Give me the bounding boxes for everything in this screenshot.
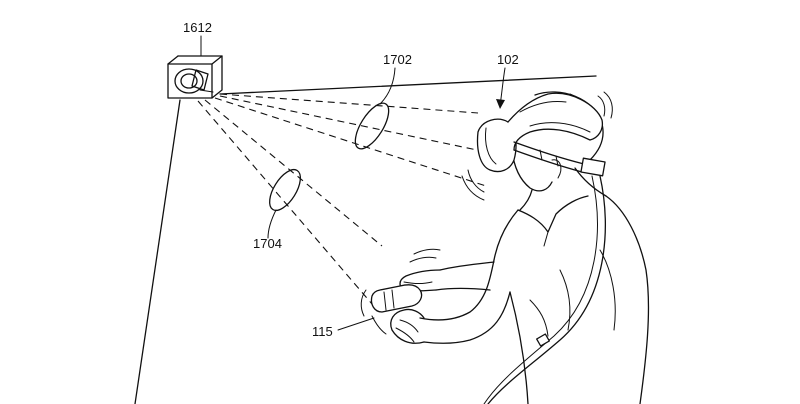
label-tracked-region-upper: 1702 — [383, 52, 412, 67]
cable-clip — [536, 333, 550, 347]
tracked-region-lower — [267, 168, 301, 239]
label-tracked-region-lower: 1704 — [253, 236, 282, 251]
hmd-cable-inner — [483, 175, 598, 404]
tracked-region-upper — [354, 67, 396, 150]
tracking-rays — [197, 93, 487, 305]
label-leader-controller — [337, 317, 375, 331]
camera-device — [167, 55, 223, 99]
label-hmd: 102 — [497, 52, 519, 67]
label-camera: 1612 — [183, 20, 212, 35]
label-leader-hmd — [496, 67, 506, 109]
label-controller: 115 — [312, 324, 333, 339]
controller — [360, 248, 441, 335]
hmd-cable — [487, 175, 607, 404]
head-mounted-display — [461, 91, 613, 201]
field-of-view-boundary — [134, 75, 597, 404]
